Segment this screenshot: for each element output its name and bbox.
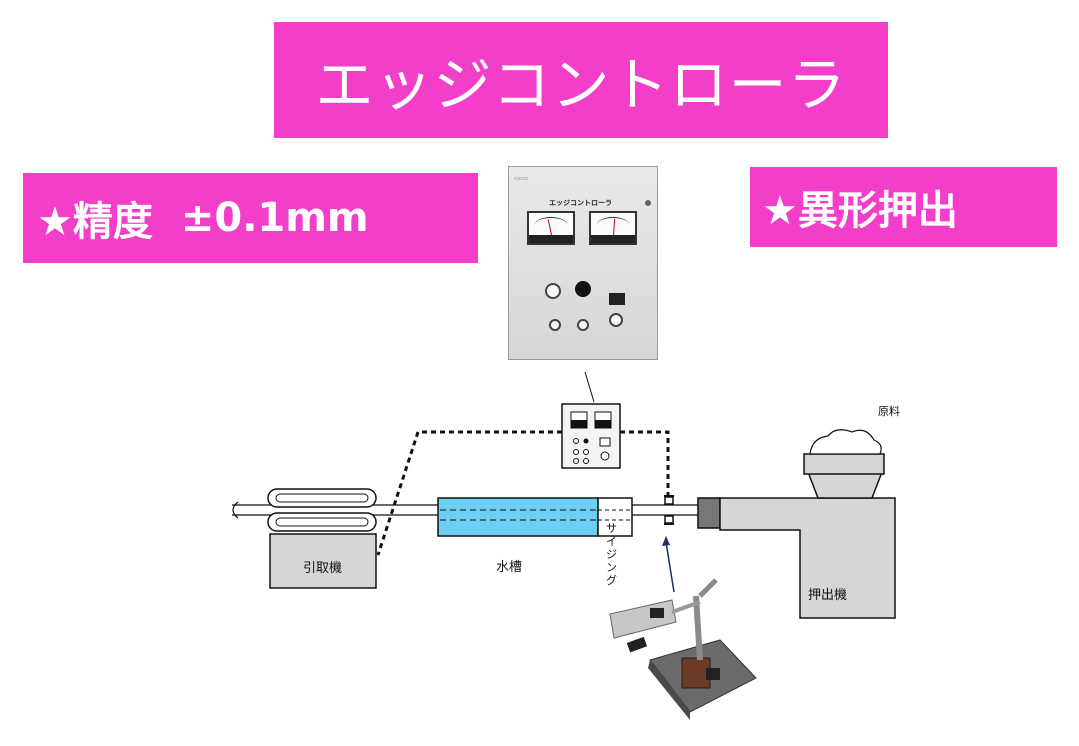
- title-banner: エッジコントローラ: [274, 22, 888, 138]
- extruder-label: 押出機: [808, 588, 848, 603]
- cable-to-puller: [376, 430, 562, 556]
- right-meter: [589, 211, 637, 245]
- cable-to-sensor: [620, 430, 670, 496]
- control-knob-icon: [609, 313, 623, 327]
- raw-material-label: 原料: [878, 405, 900, 418]
- profile-extrusion-text: ★異形押出: [762, 188, 958, 234]
- profile-extrusion-banner: ★異形押出: [750, 167, 1057, 247]
- sizing-label: サイジング: [606, 522, 617, 587]
- sizing-box: [597, 497, 633, 537]
- edge-sensor-icon: [664, 495, 674, 525]
- toggle-switch-icon: [549, 319, 561, 331]
- water-tank-box: [437, 497, 599, 537]
- puller-label: 引取機: [303, 561, 343, 576]
- extruder-icon: [697, 429, 896, 619]
- sensor-arrow: [665, 541, 675, 593]
- edge-controller-photo: ▭▭▭ エッジコントローラ: [508, 166, 658, 360]
- selector-switch-icon: [609, 293, 625, 305]
- controller-panel-title: エッジコントローラ: [549, 199, 612, 207]
- model-plate: ▭▭▭: [514, 176, 529, 182]
- precision-value: ±0.1mm: [180, 195, 369, 241]
- raw-material-pile-icon: [809, 429, 882, 455]
- toggle-switch-2-icon: [577, 319, 589, 331]
- puller-box: [269, 533, 377, 589]
- precision-banner: ★精度 ±0.1mm: [23, 173, 478, 263]
- puller-belts-icon: [267, 488, 377, 532]
- left-meter: [527, 211, 575, 245]
- adjust-knob-icon: [545, 283, 561, 299]
- small-controller-icon: [561, 403, 621, 469]
- edge-sensor-photo: [609, 578, 757, 720]
- leader-line: [584, 371, 595, 403]
- screw-icon: [645, 200, 651, 206]
- precision-label: ★精度: [37, 199, 153, 245]
- indicator-lamp-icon: [575, 281, 591, 297]
- water-tank-label: 水槽: [496, 560, 523, 575]
- title-text: エッジコントローラ: [315, 51, 847, 119]
